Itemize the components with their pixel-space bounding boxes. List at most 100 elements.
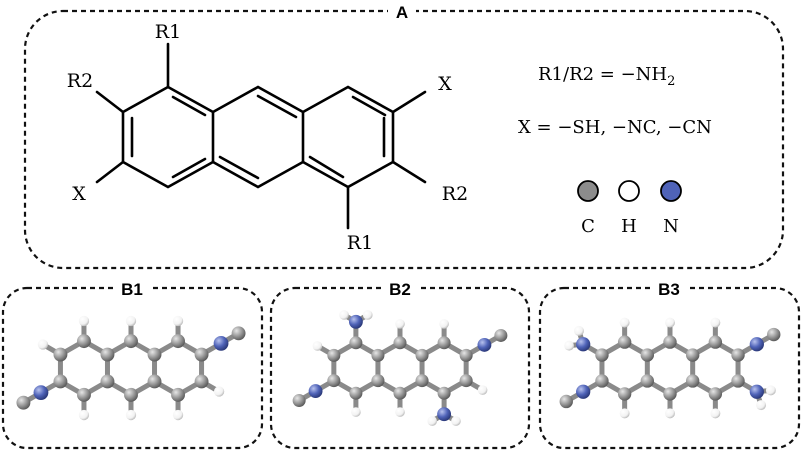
- hydrogen-atom: [619, 317, 630, 328]
- carbon-atom: [708, 335, 723, 349]
- carbon-atom: [327, 374, 341, 388]
- carbon-atom: [77, 387, 91, 402]
- hydrogen-atom: [362, 310, 373, 320]
- carbon-atom: [640, 374, 655, 388]
- double-bond: [351, 95, 387, 117]
- carbon-atom: [171, 334, 185, 349]
- carbon-atom: [393, 386, 407, 400]
- carbon-atom: [349, 336, 363, 350]
- carbon-atom: [663, 335, 677, 349]
- double-bond: [218, 155, 260, 180]
- bond-x-left: [95, 160, 125, 184]
- carbon-atom: [595, 348, 609, 362]
- molecule-b1: [16, 315, 246, 421]
- legend-hydrogen-swatch: [618, 180, 640, 202]
- panel-b1-label: B1: [121, 280, 143, 299]
- hydrogen-atom: [710, 408, 721, 419]
- panel-b1: B1: [1, 279, 264, 450]
- carbon-atom: [124, 334, 138, 349]
- carbon-atom: [617, 335, 632, 349]
- ring-right: [301, 85, 395, 189]
- hydrogen-atom: [125, 409, 137, 421]
- hydrogen-atom: [395, 407, 405, 417]
- carbon-atom: [349, 386, 363, 400]
- hydrogen-atom: [619, 408, 630, 419]
- nitrogen-atom: [576, 337, 591, 352]
- panel-b2: B2: [269, 279, 531, 450]
- legend-nitrogen-swatch: [660, 180, 682, 202]
- nitrogen-atom: [437, 407, 452, 422]
- carbon-atom: [371, 348, 385, 362]
- label-r2-right: R2: [442, 183, 468, 205]
- legend-carbon-label: C: [581, 216, 595, 237]
- carbon-atom: [663, 387, 677, 401]
- carbon-atom: [685, 348, 700, 362]
- carbon-atom: [292, 394, 306, 408]
- carbon-atom: [559, 394, 573, 409]
- hydrogen-atom: [765, 385, 776, 396]
- label-r1-top: R1: [155, 21, 181, 43]
- ring-middle: [211, 85, 305, 189]
- carbon-atom: [100, 347, 115, 362]
- double-bond: [171, 157, 207, 179]
- hydrogen-atom: [427, 416, 438, 426]
- carbon-atom: [494, 328, 508, 342]
- carbon-atom: [708, 387, 723, 401]
- panel-b2-label-bg: [383, 279, 417, 299]
- legend-nitrogen-label: N: [663, 216, 679, 237]
- legend-carbon-swatch: [577, 180, 599, 202]
- panel-b3: B3: [538, 279, 801, 450]
- panel-b2-frame: [269, 286, 531, 450]
- panel-b3-frame: [538, 286, 801, 450]
- carbon-atom: [437, 386, 451, 400]
- carbon-atom: [124, 387, 138, 402]
- hydrogen-atom: [78, 315, 90, 327]
- hydrogen-atom: [564, 340, 575, 351]
- hydrogen-atom: [213, 386, 225, 397]
- hydrogen-atom: [172, 315, 184, 327]
- ring-left: [121, 85, 215, 189]
- carbon-atom: [731, 348, 745, 362]
- hydrogen-atom: [37, 339, 49, 350]
- carbon-atom: [731, 374, 745, 388]
- carbon-atom: [393, 336, 407, 350]
- nitrogen-atom: [576, 384, 591, 399]
- hydrogen-atom: [477, 385, 488, 395]
- panel-a-frame: [23, 9, 785, 270]
- panel-b1-label-bg: [115, 279, 149, 299]
- panel-b3-label-bg: [652, 279, 686, 299]
- nitrogen-atom: [308, 384, 323, 399]
- panel-b3-label: B3: [658, 280, 680, 299]
- anthracene-structure: [95, 42, 427, 230]
- hydrogen-atom: [78, 409, 90, 421]
- carbon-atom: [685, 374, 700, 388]
- hydrogen-atom: [710, 317, 721, 328]
- panel-b1-frame: [1, 286, 264, 450]
- label-r1-bottom: R1: [347, 232, 373, 254]
- carbon-atom: [437, 336, 451, 350]
- label-x-right: X: [438, 73, 452, 95]
- carbon-atom: [147, 374, 162, 389]
- hydrogen-atom: [395, 319, 405, 329]
- carbon-atom: [147, 347, 162, 362]
- carbon-atom: [415, 374, 429, 388]
- carbon-atom: [194, 347, 209, 362]
- nitrogen-atom: [749, 384, 764, 399]
- carbon-atom: [231, 326, 246, 341]
- label-r2-left: R2: [67, 70, 93, 92]
- nitrogen-atom: [749, 337, 764, 352]
- carbon-atom: [16, 395, 31, 410]
- carbon-atom: [327, 348, 341, 362]
- hydrogen-atom: [573, 325, 584, 336]
- panel-a-label: A: [396, 3, 408, 22]
- hydrogen-atom: [125, 315, 137, 327]
- atom-legend: C H N: [577, 180, 682, 237]
- carbon-atom: [171, 387, 185, 402]
- nitrogen-atom: [213, 335, 229, 351]
- carbon-atom: [767, 327, 781, 342]
- carbon-atom: [100, 374, 115, 389]
- carbon-atom: [53, 347, 68, 362]
- bond-r2-left: [95, 90, 125, 114]
- label-x-left: X: [72, 183, 86, 205]
